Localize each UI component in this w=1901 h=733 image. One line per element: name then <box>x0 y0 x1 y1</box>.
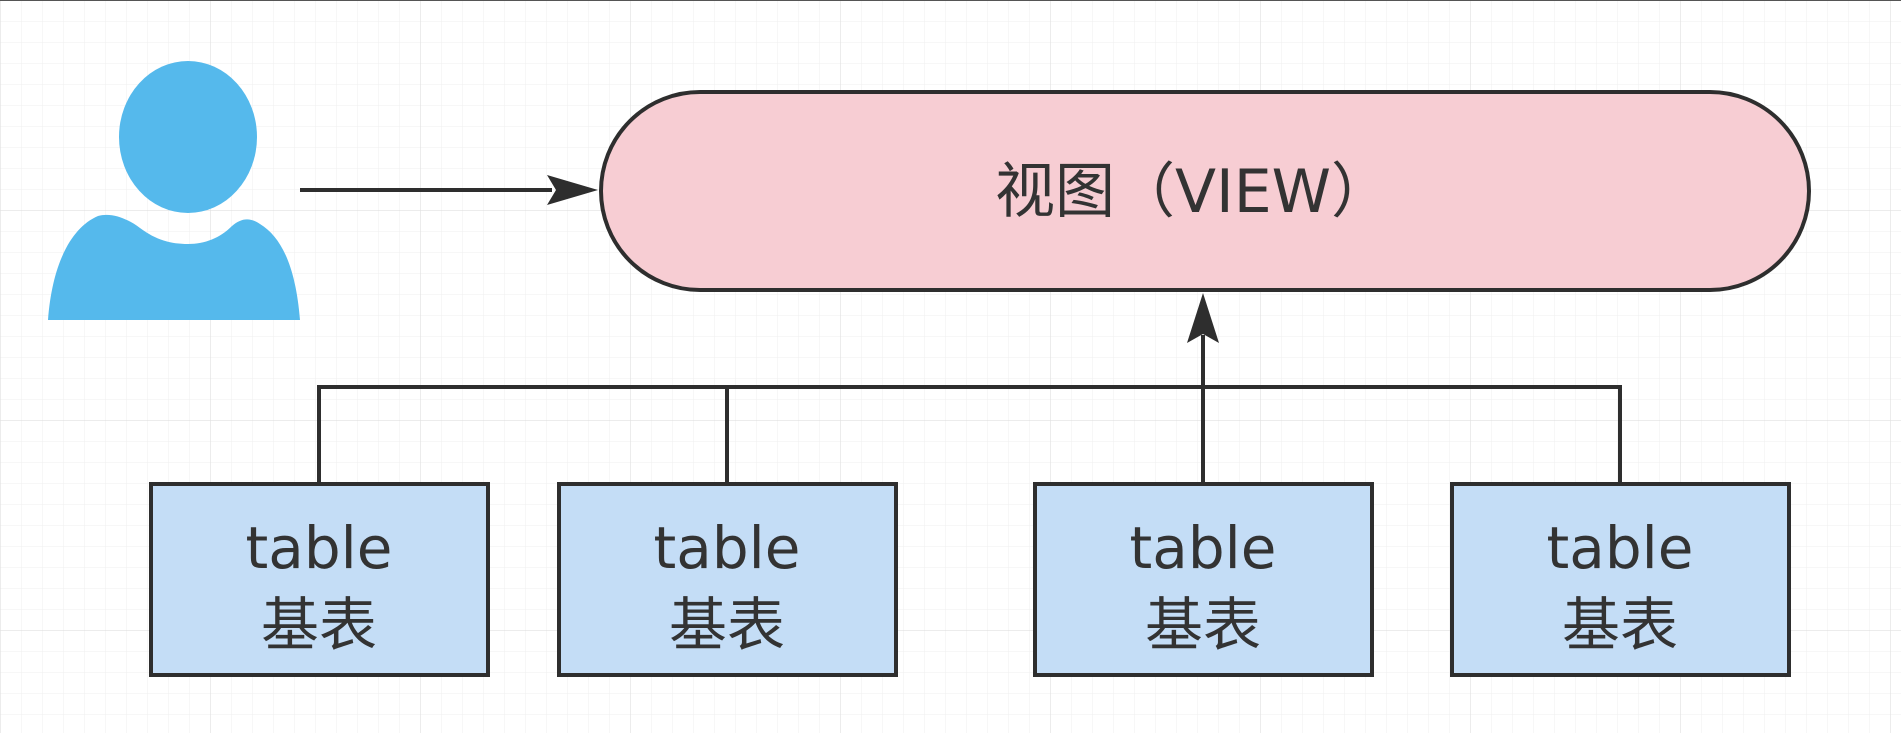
table-connectors <box>317 335 1622 484</box>
table-node[interactable]: table 基表 <box>149 482 490 677</box>
table-node[interactable]: table 基表 <box>1450 482 1791 677</box>
table-node-line1: table <box>246 514 393 582</box>
table-node-line2: 基表 <box>1145 591 1261 659</box>
table-node-line2: 基表 <box>669 591 785 659</box>
table-node-line2: 基表 <box>1562 591 1678 659</box>
table-node[interactable]: table 基表 <box>557 482 898 677</box>
view-node[interactable]: 视图（VIEW） <box>599 90 1811 292</box>
user-to-view-arrow <box>300 175 598 205</box>
table-node-line1: table <box>1547 514 1694 582</box>
table-node-line2: 基表 <box>261 591 377 659</box>
table-node[interactable]: table 基表 <box>1033 482 1374 677</box>
table-node-line1: table <box>654 514 801 582</box>
user-icon-head <box>119 61 257 213</box>
view-node-label: 视图（VIEW） <box>995 157 1391 227</box>
table-node-line1: table <box>1130 514 1277 582</box>
user-icon-body <box>48 214 300 320</box>
user-icon <box>48 61 300 320</box>
table-to-view-arrowhead <box>1187 293 1219 343</box>
